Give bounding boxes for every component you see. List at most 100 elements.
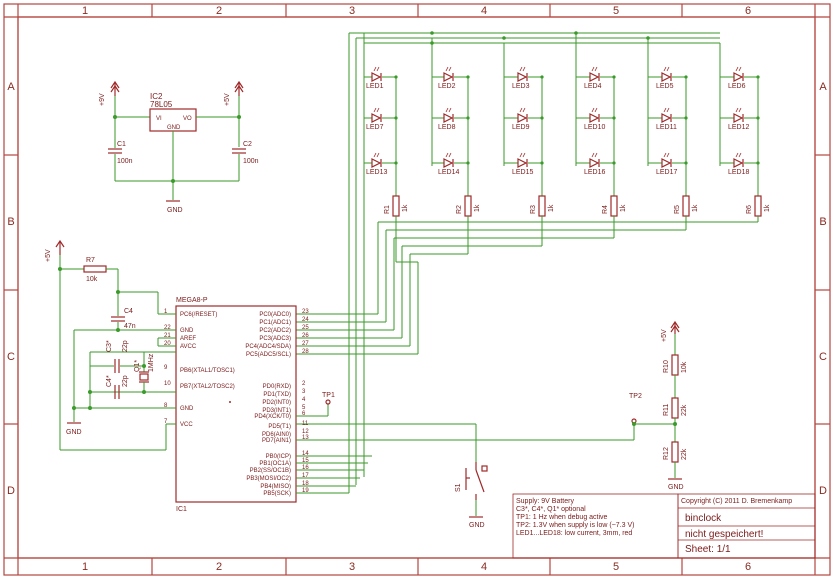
- c3-name: C3*: [106, 340, 113, 352]
- r10-value: 10k: [681, 361, 688, 373]
- led-label: LED5: [656, 83, 674, 90]
- row-label: A: [7, 81, 15, 93]
- mcu-pin-name: PB7(XTAL2/TOSC2): [180, 384, 235, 390]
- led-label: LED17: [656, 169, 678, 176]
- plus9v-label: +9V: [99, 93, 106, 106]
- led-label: LED9: [512, 124, 530, 131]
- mcu-pin-name: PB6(XTAL1/TOSC1): [180, 368, 235, 374]
- resistor-name: R2: [456, 205, 463, 214]
- s1-label: S1: [455, 483, 462, 492]
- mcu-pin-name: PD6(AIN0): [262, 432, 291, 438]
- mcu-pin-number: 8: [164, 403, 168, 409]
- q1-value: 1MHz: [148, 353, 155, 372]
- mcu-pin-number: 4: [302, 397, 306, 403]
- mcu-pin-name: PB5(SCK): [263, 491, 291, 497]
- mcu-pin-number: 25: [302, 325, 309, 331]
- mcu-pin-number: 3: [302, 389, 306, 395]
- mcu-pin-name: GND: [180, 328, 194, 334]
- column-labels-top: 1 2 3 4 5 6: [82, 5, 751, 17]
- led-label: LED4: [584, 83, 602, 90]
- col-label: 5: [613, 561, 619, 573]
- plus5v-supply-symbol: +5V: [661, 320, 680, 342]
- c4s-name: C4*: [106, 375, 113, 387]
- mcu-pin-number: 1: [164, 309, 168, 315]
- mcu-pin-name: PC3(ADC3): [259, 336, 291, 342]
- power-supply: +9V IC2 78L05 VI VO GND +5V C1 100n C2: [99, 80, 259, 214]
- mcu-pin-number: 9: [164, 365, 168, 371]
- q1-name: Q1*: [134, 360, 141, 372]
- mcu-pin-number: 7: [164, 419, 168, 425]
- c2-value: 100n: [243, 158, 259, 165]
- mcu-pin-number: 22: [164, 325, 171, 331]
- led-label: LED3: [512, 83, 530, 90]
- resistor: R4 1k: [602, 195, 627, 217]
- r11-resistor: [671, 397, 679, 419]
- led-label: LED1: [366, 83, 384, 90]
- mcu-pin-name: PB0(ICP): [266, 454, 291, 460]
- led-label: LED6: [728, 83, 746, 90]
- led: LED7: [366, 107, 384, 131]
- mcu-body: [175, 305, 297, 503]
- column-labels-bottom: 1 2 3 4 5 6: [82, 561, 751, 573]
- plus5v-label: +5V: [45, 249, 52, 262]
- ic2-gnd-pin: GND: [167, 125, 181, 131]
- mcu-pin-number: 6: [302, 411, 306, 417]
- row-labels-left: A B C D: [7, 81, 15, 497]
- gnd-label: GND: [167, 207, 183, 214]
- led-label: LED12: [728, 124, 750, 131]
- resistor-name: R5: [674, 205, 681, 214]
- mcu-pin-name: PB4(MISO): [260, 484, 291, 490]
- resistor-name: R4: [602, 205, 609, 214]
- row-label: B: [819, 216, 826, 228]
- led: LED17: [656, 152, 678, 176]
- ic2-value: 78L05: [150, 100, 173, 109]
- col-label: 3: [349, 561, 355, 573]
- r10-name: R10: [663, 360, 670, 373]
- mcu-pin-number: 14: [302, 451, 309, 457]
- col-label: 1: [82, 561, 88, 573]
- ic2-vo-pin: VO: [183, 116, 192, 122]
- mcu-pin-name: PC6(/RESET): [180, 312, 217, 318]
- led: LED9: [512, 107, 530, 131]
- mcu-pin-number: 17: [302, 473, 309, 479]
- led: LED1: [366, 66, 384, 90]
- r10-resistor: [671, 354, 679, 376]
- led-label: LED10: [584, 124, 606, 131]
- r12-value: 22k: [681, 448, 688, 460]
- title-block: Copyright (C) 2011 D. Bremenkamp bincloc…: [677, 493, 816, 559]
- r11-value: 22k: [681, 404, 688, 416]
- mcu-pin-name: PC2(ADC2): [259, 328, 291, 334]
- save-status: nicht gespeichert!: [685, 529, 763, 540]
- led-label: LED18: [728, 169, 750, 176]
- mcu-ic1: MEGA8-P IC1 PC6(/RESET)1GND22AREF21AVCC2…: [164, 297, 372, 513]
- copyright-text: Copyright (C) 2011 D. Bremenkamp: [681, 498, 792, 505]
- mcu-pin-name: PD1(TXD): [263, 392, 291, 398]
- col-label: 3: [349, 5, 355, 17]
- row-label: B: [7, 216, 14, 228]
- col-label: 5: [613, 5, 619, 17]
- col-label: 6: [745, 5, 751, 17]
- ic2-vi-pin: VI: [156, 116, 162, 122]
- mcu-pin-name: PC5(ADC5/SCL): [246, 352, 291, 358]
- led-label: LED2: [438, 83, 456, 90]
- reset-circuit: +5V R7 10k C4 47n GND: [45, 239, 176, 451]
- mcu-pin-name: PD3(INT1): [262, 408, 291, 414]
- r7-value: 10k: [86, 276, 98, 283]
- led: LED16: [584, 152, 606, 176]
- col-label: 4: [481, 5, 487, 17]
- note-line: TP2: 1.3V when supply is low (~7.3 V): [516, 522, 634, 529]
- mcu-pin-number: 16: [302, 465, 309, 471]
- col-label: 2: [216, 561, 222, 573]
- led: LED5: [656, 66, 674, 90]
- s1-switch: S1 GND: [296, 423, 488, 529]
- resistor-value: 1k: [548, 204, 555, 212]
- led-label: LED16: [584, 169, 606, 176]
- resistor-value: 1k: [620, 204, 627, 212]
- mcu-pin-number: 18: [302, 481, 309, 487]
- led-label: LED11: [656, 124, 677, 131]
